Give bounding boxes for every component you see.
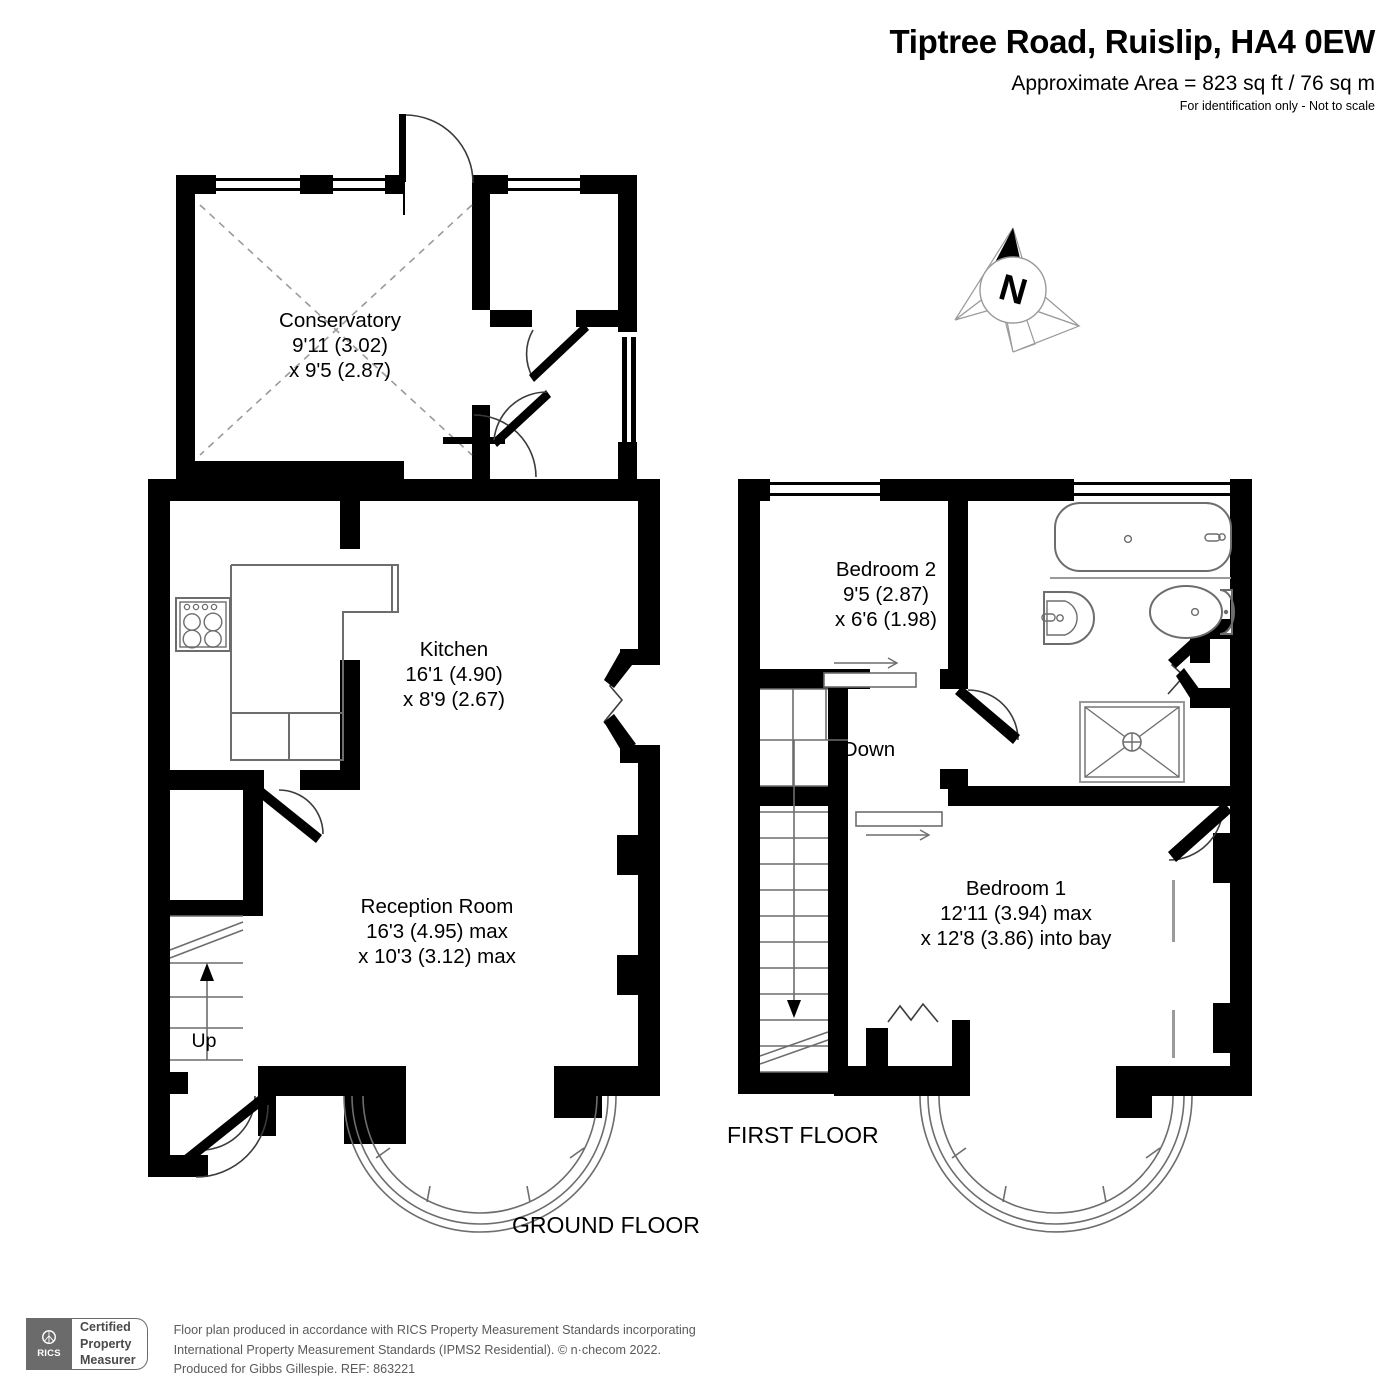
rics-emblem-icon: ☮ bbox=[40, 1328, 58, 1350]
ground-floor-plan: Conservatory 9'11 (3.02) x 9'5 (2.87) Ki… bbox=[148, 114, 700, 1238]
disclaimer-line-1: Floor plan produced in accordance with R… bbox=[173, 1323, 696, 1337]
badge-line-3: Measurer bbox=[80, 1353, 136, 1368]
bedroom1-dim1: 12'11 (3.94) max bbox=[940, 902, 1092, 925]
lobby-door-arc-2 bbox=[493, 391, 548, 441]
plan-header: Tiptree Road, Ruislip, HA4 0EW Approxima… bbox=[0, 0, 1397, 114]
kitchen-dim2: x 8'9 (2.67) bbox=[403, 688, 505, 711]
ground-internal-walls bbox=[170, 501, 360, 916]
ground-door-leaves bbox=[172, 652, 636, 1173]
badge-line-1: Certified bbox=[80, 1320, 131, 1335]
kitchen-label: Kitchen bbox=[420, 638, 488, 661]
first-stair-arrow bbox=[787, 1000, 801, 1018]
rics-certified-badge: ☮ RICS Certified Property Measurer bbox=[26, 1318, 148, 1370]
first-internal-walls bbox=[760, 501, 1252, 1096]
bedroom2-label: Bedroom 2 bbox=[836, 558, 936, 581]
footer-disclaimer: Floor plan produced in accordance with R… bbox=[174, 1318, 696, 1380]
first-stair-direction-label: Down bbox=[843, 738, 895, 761]
approximate-area: Approximate Area = 823 sq ft / 76 sq m bbox=[1011, 71, 1375, 95]
kitchen-units bbox=[230, 564, 399, 761]
cooker-icon bbox=[175, 597, 231, 652]
conservatory-walls bbox=[176, 175, 637, 483]
ground-main-walls bbox=[148, 479, 660, 1177]
first-bay-window bbox=[919, 1095, 1193, 1233]
bedroom1-label: Bedroom 1 bbox=[966, 877, 1066, 900]
reception-room-label-group: Reception Room 16'3 (4.95) max x 10'3 (3… bbox=[358, 895, 516, 968]
sliding-wardrobe-upper bbox=[823, 657, 917, 688]
kitchen-worktop-outline bbox=[230, 564, 399, 761]
bedroom1-side-window bbox=[1172, 880, 1175, 1058]
north-arrow-icon: N bbox=[954, 227, 1081, 353]
basin-icon bbox=[1041, 591, 1095, 645]
reception-room-label: Reception Room bbox=[361, 895, 514, 918]
conservatory-door-leaves bbox=[399, 114, 505, 444]
first-floor-title: FIRST FLOOR bbox=[727, 1122, 879, 1148]
disclaimer-line-3: Produced for Gibbs Gillespie. REF: 86322… bbox=[173, 1362, 416, 1377]
badge-line-2: Property bbox=[80, 1336, 132, 1351]
toilet-icon bbox=[1149, 585, 1235, 639]
disclaimer-line-2: International Property Measurement Stand… bbox=[173, 1342, 661, 1357]
first-door-leaves bbox=[955, 640, 1232, 862]
bedroom1-dim2: x 12'8 (3.86) into bay bbox=[921, 927, 1113, 950]
kitchen-dim1: 16'1 (4.90) bbox=[405, 663, 502, 686]
ground-stair-direction-label: Up bbox=[192, 1030, 217, 1052]
ground-floor-title: GROUND FLOOR bbox=[512, 1212, 700, 1238]
rics-wordmark: RICS bbox=[37, 1348, 61, 1360]
first-floor-plan: Bedroom 2 9'5 (2.87) x 6'6 (1.98) Bedroo… bbox=[727, 479, 1252, 1233]
bedroom2-label-group: Bedroom 2 9'5 (2.87) x 6'6 (1.98) bbox=[835, 558, 937, 631]
lobby-door-leaf bbox=[492, 323, 589, 447]
ground-stair-arrow bbox=[200, 963, 214, 981]
bedroom1-label-group: Bedroom 1 12'11 (3.94) max x 12'8 (3.86)… bbox=[921, 877, 1113, 950]
conservatory-dim1: 9'11 (3.02) bbox=[292, 334, 388, 357]
plan-footer: ☮ RICS Certified Property Measurer Floor… bbox=[26, 1318, 696, 1380]
bedroom2-dim2: x 6'6 (1.98) bbox=[835, 608, 937, 631]
rics-logo-icon: ☮ RICS bbox=[26, 1318, 72, 1370]
conservatory-doors bbox=[404, 114, 537, 478]
conservatory-roof-lines bbox=[199, 204, 473, 456]
shower-tray-icon bbox=[1079, 701, 1185, 783]
conservatory-label-group: Conservatory 9'11 (3.02) x 9'5 (2.87) bbox=[279, 309, 402, 382]
first-staircase bbox=[759, 688, 848, 1073]
lobby-door bbox=[525, 329, 534, 379]
bath-icon bbox=[1050, 502, 1232, 579]
bedroom2-dim1: 9'5 (2.87) bbox=[843, 583, 929, 606]
page-title: Tiptree Road, Ruislip, HA4 0EW bbox=[889, 23, 1376, 60]
scale-disclaimer: For identification only - Not to scale bbox=[1179, 98, 1375, 113]
conservatory-dim2: x 9'5 (2.87) bbox=[289, 359, 391, 382]
sliding-wardrobe-lower bbox=[855, 811, 943, 841]
ground-bay-window bbox=[343, 1095, 617, 1233]
reception-room-dim1: 16'3 (4.95) max bbox=[366, 920, 509, 943]
kitchen-label-group: Kitchen 16'1 (4.90) x 8'9 (2.67) bbox=[403, 638, 505, 711]
reception-room-dim2: x 10'3 (3.12) max bbox=[358, 945, 516, 968]
certified-property-measurer-text: Certified Property Measurer bbox=[72, 1318, 148, 1370]
ground-staircase bbox=[169, 915, 244, 1061]
conservatory-label: Conservatory bbox=[279, 309, 402, 332]
